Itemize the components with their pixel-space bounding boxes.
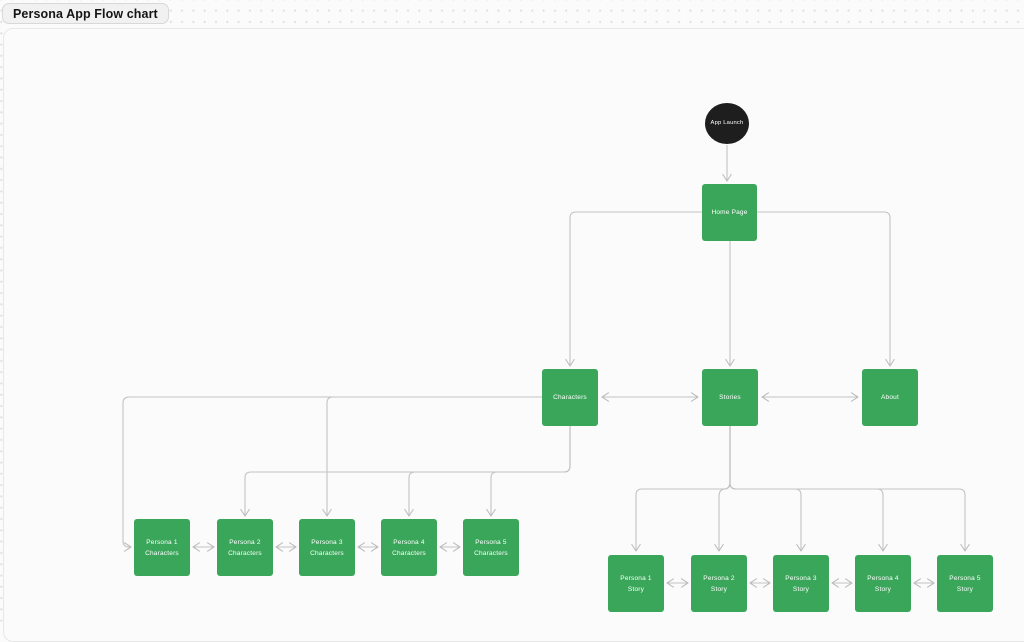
node-persona2-story-label: Persona 2 Story: [703, 574, 735, 593]
connector-characters-to-persona1-characters[interactable]: [122, 396, 542, 552]
node-persona4-characters-label: Persona 4 Characters: [392, 538, 426, 557]
node-characters-label: Characters: [553, 394, 587, 401]
connector-home-to-about[interactable]: [757, 211, 895, 367]
connector-characters-to-persona2-characters[interactable]: [240, 426, 571, 517]
node-persona2-characters-label: Persona 2 Characters: [228, 538, 262, 557]
node-about-label: About: [881, 394, 899, 401]
node-persona4-characters[interactable]: Persona 4 Characters: [381, 519, 437, 576]
node-persona1-story[interactable]: Persona 1 Story: [608, 555, 664, 612]
node-persona3-characters-label: Persona 3 Characters: [310, 538, 344, 557]
connector-home-to-characters[interactable]: [565, 211, 702, 367]
node-persona3-story-label: Persona 3 Story: [785, 574, 817, 593]
node-persona3-story[interactable]: Persona 3 Story: [773, 555, 829, 612]
node-app-launch[interactable]: App Launch: [705, 103, 749, 144]
node-persona2-story[interactable]: Persona 2 Story: [691, 555, 747, 612]
node-about[interactable]: About: [862, 369, 918, 426]
node-characters[interactable]: Characters: [542, 369, 598, 426]
node-persona5-story[interactable]: Persona 5 Story: [937, 555, 993, 612]
connector-stories-to-persona1-story[interactable]: [631, 426, 731, 552]
connector-characters-to-persona3-characters[interactable]: [322, 396, 542, 517]
connector-characters-to-persona4-characters[interactable]: [404, 426, 571, 517]
node-persona1-characters-label: Persona 1 Characters: [145, 538, 179, 557]
node-persona2-characters[interactable]: Persona 2 Characters: [217, 519, 273, 576]
connector-characters-to-persona5-characters[interactable]: [486, 426, 571, 517]
node-stories-label: Stories: [719, 394, 741, 401]
node-app-launch-label: App Launch: [710, 120, 744, 126]
node-persona3-characters[interactable]: Persona 3 Characters: [299, 519, 355, 576]
node-persona1-characters[interactable]: Persona 1 Characters: [134, 519, 190, 576]
node-home-page-label: Home Page: [711, 209, 748, 216]
node-home-page[interactable]: Home Page: [702, 184, 757, 241]
node-persona4-story[interactable]: Persona 4 Story: [855, 555, 911, 612]
node-persona4-story-label: Persona 4 Story: [867, 574, 899, 593]
node-persona5-characters[interactable]: Persona 5 Characters: [463, 519, 519, 576]
node-persona1-story-label: Persona 1 Story: [620, 574, 652, 593]
node-stories[interactable]: Stories: [702, 369, 758, 426]
connector-stories-to-persona5-story[interactable]: [729, 426, 970, 552]
node-persona5-story-label: Persona 5 Story: [949, 574, 981, 593]
node-persona5-characters-label: Persona 5 Characters: [474, 538, 508, 557]
section-label-chip[interactable]: Persona App Flow chart: [2, 3, 169, 24]
section-label: Persona App Flow chart: [13, 6, 158, 21]
